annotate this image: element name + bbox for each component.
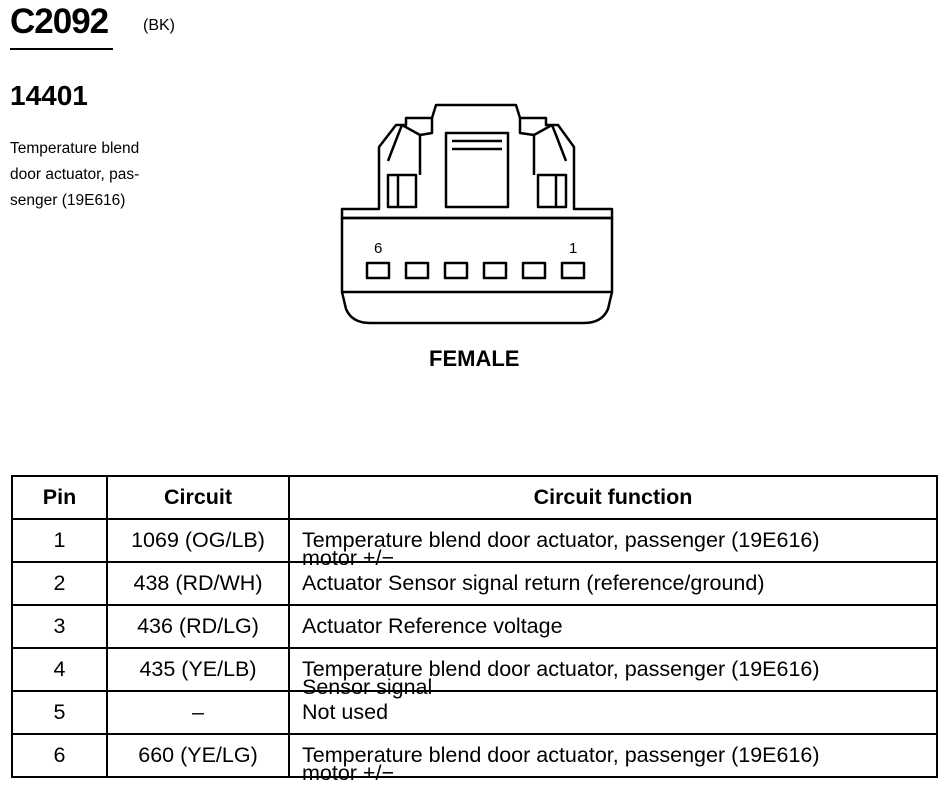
connector-id-underline [10, 48, 113, 50]
pin-cell: 3 [11, 604, 108, 649]
circuit-cell: 660 (YE/LG) [106, 733, 290, 778]
header-circuit-function: Circuit function [288, 475, 938, 520]
description-line: door actuator, pas- [10, 166, 140, 183]
connector-id: C2092 [10, 2, 109, 41]
pin-table: Pin Circuit Circuit function 1 1069 (OG/… [11, 475, 938, 785]
pin-cavity [482, 261, 508, 280]
function-cell: Not used [288, 690, 938, 735]
function-cell: Temperature blend door actuator, passeng… [288, 647, 938, 699]
connector-housing-outline [340, 103, 614, 220]
function-text: Actuator Sensor signal return (reference… [302, 571, 765, 595]
circuit-cell: 435 (YE/LB) [106, 647, 290, 692]
part-number: 14401 [10, 80, 88, 111]
pin-label-last: 1 [569, 240, 577, 257]
pin-cell: 2 [11, 561, 108, 606]
function-text: Actuator Reference voltage [302, 614, 563, 638]
table-row: 3 436 (RD/LG) Actuator Reference voltage [11, 604, 938, 649]
header-pin: Pin [11, 475, 108, 520]
pin-cell: 6 [11, 733, 108, 778]
pin-cavity [521, 261, 547, 280]
description-line: Temperature blend [10, 140, 140, 157]
circuit-cell: 436 (RD/LG) [106, 604, 290, 649]
function-cell: Temperature blend door actuator, passeng… [288, 733, 938, 785]
pin-cell: 4 [11, 647, 108, 692]
connector-gender-label: FEMALE [429, 346, 520, 371]
circuit-cell: 438 (RD/WH) [106, 561, 290, 606]
function-cell: Temperature blend door actuator, passeng… [288, 518, 938, 570]
function-text-continuation: motor +/− [302, 761, 395, 785]
connector-mating-face [340, 216, 614, 294]
center-latch [444, 131, 510, 209]
right-lock-window [536, 173, 568, 209]
pin-cavity [365, 261, 391, 280]
connector-face-diagram: 6 1 [340, 103, 614, 325]
function-cell: Actuator Sensor signal return (reference… [288, 561, 938, 606]
connector-description: Temperature blend door actuator, pas- se… [10, 136, 180, 214]
left-lock-window [386, 173, 418, 209]
description-line: senger (19E616) [10, 192, 126, 209]
table-row: 6 660 (YE/LG) Temperature blend door act… [11, 733, 938, 785]
pin-cell: 5 [11, 690, 108, 735]
header-circuit: Circuit [106, 475, 290, 520]
table-header-row: Pin Circuit Circuit function [11, 475, 938, 520]
connector-color-code: (BK) [143, 17, 175, 34]
function-text: Not used [302, 700, 389, 724]
function-cell: Actuator Reference voltage [288, 604, 938, 649]
circuit-cell: 1069 (OG/LB) [106, 518, 290, 563]
pin-cavity [443, 261, 469, 280]
pin-label-first: 6 [374, 240, 382, 257]
circuit-cell: – [106, 690, 290, 735]
function-text: Temperature blend door actuator, passeng… [302, 528, 820, 552]
table-row: 2 438 (RD/WH) Actuator Sensor signal ret… [11, 561, 938, 606]
function-text: Temperature blend door actuator, passeng… [302, 657, 820, 681]
pin-cavity [560, 261, 586, 280]
connector-bottom-lip [340, 291, 614, 325]
table-row: 4 435 (YE/LB) Temperature blend door act… [11, 647, 938, 699]
table-row: 5 – Not used [11, 690, 938, 735]
pin-cavity [404, 261, 430, 280]
table-row: 1 1069 (OG/LB) Temperature blend door ac… [11, 518, 938, 570]
pin-cell: 1 [11, 518, 108, 563]
function-text: Temperature blend door actuator, passeng… [302, 743, 820, 767]
